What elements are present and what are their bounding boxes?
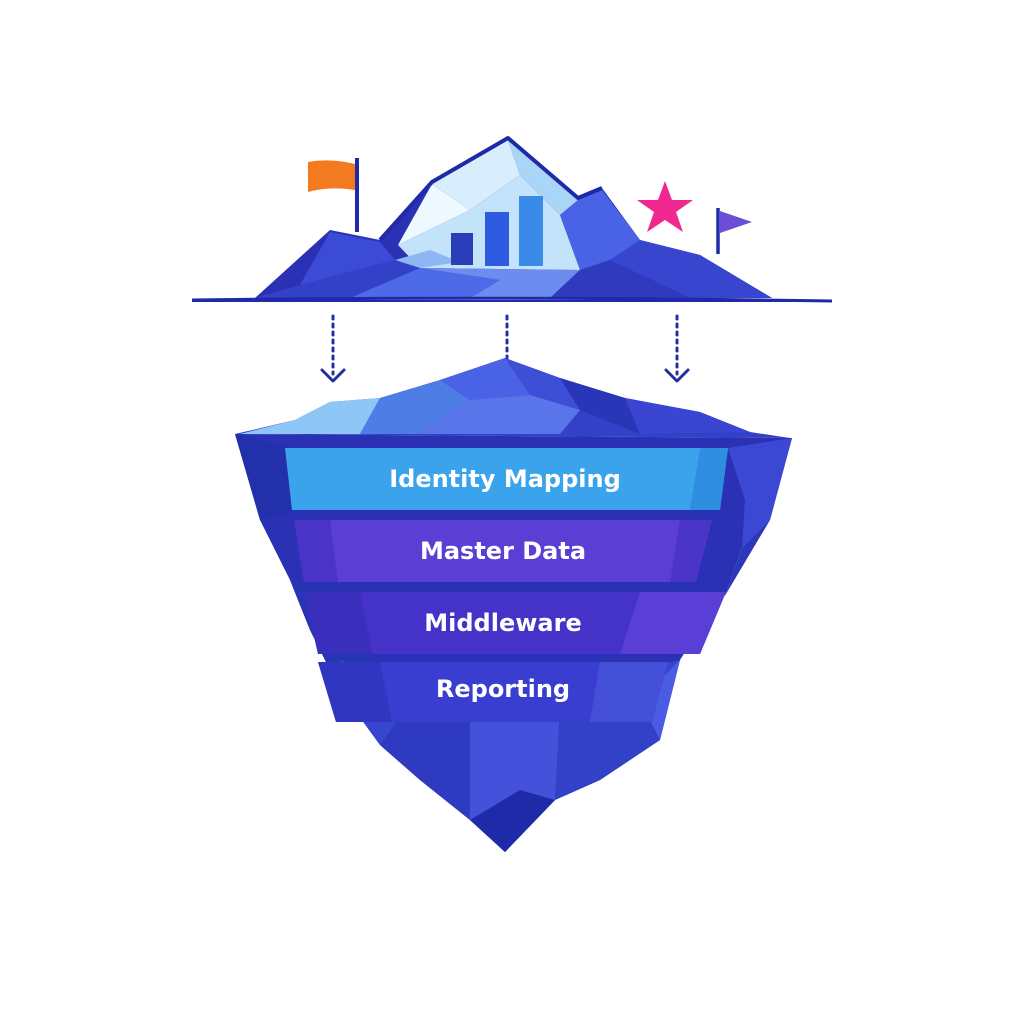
- layer-label: Identity Mapping: [389, 465, 621, 493]
- layer-label: Reporting: [436, 675, 570, 703]
- layer-middleware: Middleware: [304, 592, 726, 654]
- pennant-icon: [716, 208, 752, 254]
- star-icon: [637, 181, 693, 232]
- layer-reporting: Reporting: [318, 662, 668, 722]
- layer-label: Middleware: [424, 609, 581, 637]
- layer-identity-mapping: Identity Mapping: [285, 448, 728, 510]
- flag-icon: [308, 158, 359, 232]
- layer-label: Master Data: [420, 537, 586, 565]
- layer-master-data: Master Data: [294, 520, 712, 582]
- arrow-down-right-icon: [664, 314, 690, 383]
- layer-stack: Identity Mapping Master Data Middleware …: [285, 448, 728, 722]
- arrow-down-left-icon: [320, 314, 346, 383]
- bar-chart-icon: [451, 196, 543, 266]
